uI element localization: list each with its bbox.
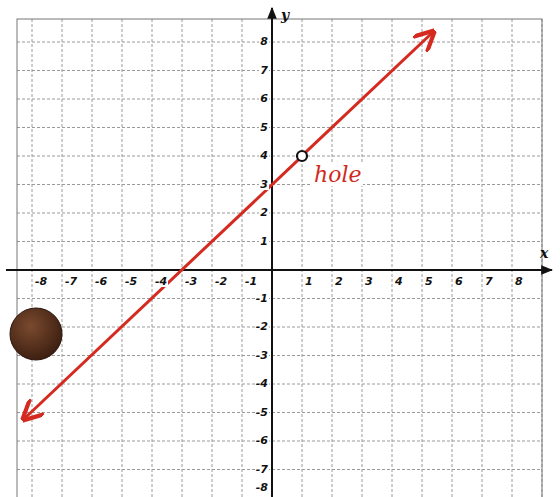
grid-line — [242, 19, 243, 497]
annotation: hole — [312, 164, 363, 186]
x-tick-number: -3 — [184, 276, 198, 287]
grid-line — [17, 184, 542, 185]
grid-line — [17, 355, 542, 356]
x-tick-number: -4 — [154, 276, 168, 287]
axis-name: y — [281, 8, 289, 22]
x-tick-number: -2 — [214, 276, 228, 287]
grid-line — [182, 19, 183, 497]
y-tick-number: -6 — [255, 435, 269, 446]
x-axis — [6, 269, 552, 271]
y-tick-number: 6 — [259, 93, 269, 104]
grid-line — [17, 127, 542, 128]
grid-line — [362, 19, 363, 497]
grid-line — [17, 241, 542, 242]
y-tick-number: -3 — [255, 350, 269, 361]
x-tick-number: 4 — [394, 276, 404, 287]
coin — [10, 308, 62, 360]
hole-point — [297, 151, 307, 161]
x-tick-number: 5 — [424, 276, 434, 287]
grid-lines — [17, 19, 542, 497]
y-tick-number: 1 — [259, 236, 269, 247]
x-tick-number: 3 — [364, 276, 374, 287]
grid-line — [212, 19, 213, 497]
grid-line — [512, 19, 513, 497]
grid-line — [62, 19, 63, 497]
y-tick-number: 5 — [259, 122, 269, 133]
grid-line — [332, 19, 333, 497]
y-axis — [271, 8, 273, 497]
y-tick-number: 4 — [259, 150, 269, 161]
y-tick-number: -5 — [255, 407, 269, 418]
y-tick-number: -1 — [255, 293, 269, 304]
grid-line — [17, 156, 542, 157]
grid-border — [17, 19, 542, 497]
y-tick-number: 2 — [259, 207, 269, 218]
grid-line — [17, 441, 542, 442]
graph-line — [306, 33, 433, 152]
x-tick-number: -6 — [94, 276, 108, 287]
grid-line — [17, 384, 542, 385]
grid-line — [17, 298, 542, 299]
grid-line — [482, 19, 483, 497]
y-tick-number: -4 — [255, 378, 269, 389]
y-tick-number: 7 — [259, 65, 269, 76]
x-tick-number: 6 — [454, 276, 464, 287]
y-tick-number: 3 — [259, 179, 269, 190]
grid-line — [92, 19, 93, 497]
grid-line — [17, 42, 542, 43]
x-tick-number: 2 — [334, 276, 344, 287]
grid-line — [32, 19, 33, 497]
grid-line — [17, 213, 542, 214]
grid-line — [152, 19, 153, 497]
x-tick-number: -7 — [64, 276, 78, 287]
x-tick-number: 8 — [514, 276, 524, 287]
axis-name: x — [540, 246, 548, 260]
x-tick-number: -8 — [34, 276, 48, 287]
y-tick-number: -7 — [255, 464, 269, 475]
grid-line — [452, 19, 453, 497]
grid-line — [17, 412, 542, 413]
y-tick-number: -2 — [255, 321, 269, 332]
x-tick-number: 1 — [304, 276, 314, 287]
grid-line — [17, 99, 542, 100]
y-tick-number: -8 — [255, 482, 269, 493]
grid-line — [302, 19, 303, 497]
x-tick-number: -1 — [244, 276, 258, 287]
grid-line — [17, 70, 542, 71]
x-tick-number: 7 — [484, 276, 494, 287]
grid-line — [17, 327, 542, 328]
x-tick-number: -5 — [124, 276, 138, 287]
grid-line — [122, 19, 123, 497]
grid-line — [422, 19, 423, 497]
grid-line — [392, 19, 393, 497]
grid-line — [17, 469, 542, 470]
graph-line — [25, 160, 299, 418]
y-tick-number: 8 — [259, 36, 269, 47]
